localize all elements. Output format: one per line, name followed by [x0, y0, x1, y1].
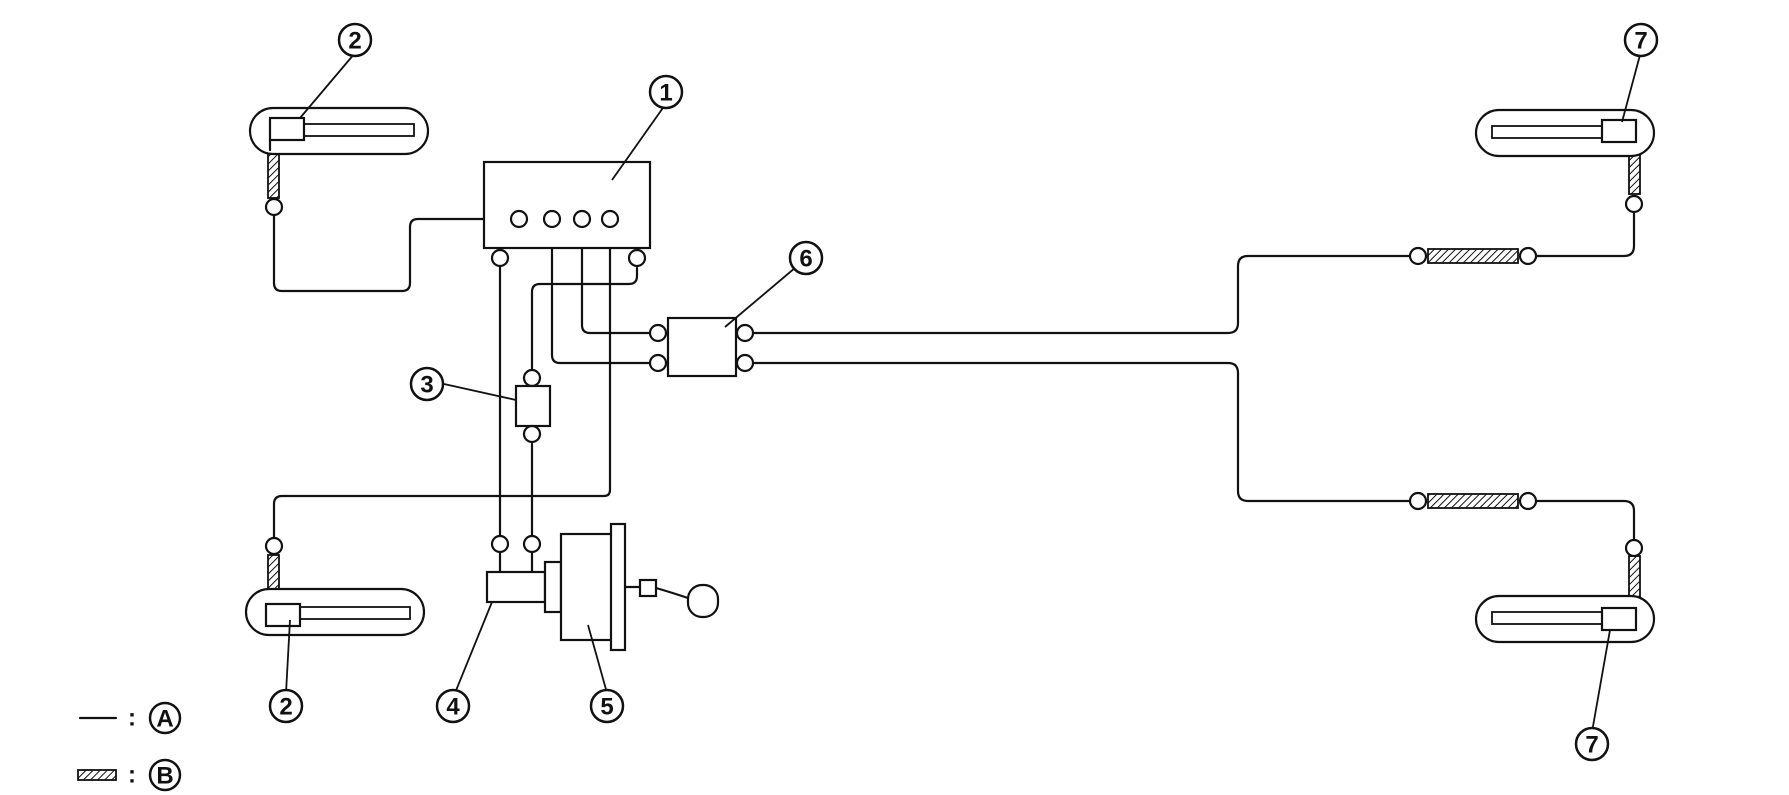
legend-b-separator: : [128, 762, 136, 789]
line-hose-top-to-wheel7-top [1534, 210, 1636, 258]
callout-6-label: 6 [799, 246, 812, 273]
wheel-brake-rear-right [1474, 594, 1656, 644]
callout-1: 1 [648, 74, 684, 110]
master-cylinder-4 [485, 534, 563, 614]
line-unit1-to-valve6-upper [580, 226, 652, 335]
flexible-hoses [267, 141, 1641, 606]
line-unit1-to-front-left [272, 213, 507, 293]
callout-7-top-label: 7 [1634, 28, 1647, 55]
callout-7-bottom-label: 7 [1585, 732, 1598, 759]
wheel-brake-front-left [248, 106, 430, 156]
wheel-brake-front-right [1474, 108, 1656, 158]
line-valve6-to-rear-bottom [751, 361, 1412, 503]
actuator-unit-1 [482, 160, 652, 268]
callout-4-label: 4 [446, 694, 460, 721]
line-fittings [264, 194, 1644, 558]
callout-2-bottom: 2 [268, 688, 304, 724]
callout-6: 6 [788, 240, 824, 276]
callout-7-top: 7 [1623, 22, 1659, 58]
callout-leaders [285, 52, 1641, 733]
callout-3: 3 [409, 366, 445, 402]
line-unit1-to-rear-left [272, 226, 612, 540]
distribution-block-6 [648, 316, 755, 378]
callout-2-bottom-label: 2 [279, 694, 292, 721]
hose-rear-mid-top [1427, 248, 1519, 264]
callout-4: 4 [435, 688, 471, 724]
callout-1-label: 1 [659, 80, 672, 107]
legend-b-label: B [156, 763, 173, 790]
line-unit1-to-valve6-lower [550, 226, 652, 365]
legend-a-label: A [156, 706, 173, 733]
legend-a-separator: : [128, 705, 136, 732]
legend-b-swatch [77, 769, 117, 781]
line-valve6-to-rear-top [751, 254, 1412, 335]
legend-a: : A [78, 701, 182, 735]
callout-5: 5 [589, 688, 625, 724]
line-unit1-to-valve3 [530, 266, 639, 372]
wheel-brake-rear-left [244, 587, 426, 637]
legend-b: : B [77, 758, 182, 792]
callout-7-bottom: 7 [1574, 726, 1610, 762]
brake-booster-5 [559, 522, 720, 652]
proportioning-valve-3 [514, 368, 552, 444]
callout-2-top-label: 2 [348, 28, 361, 55]
callout-3-label: 3 [420, 372, 433, 399]
callout-5-label: 5 [600, 694, 613, 721]
hose-rear-mid-bottom [1427, 493, 1519, 509]
line-hose-bottom-to-wheel7-bottom [1534, 499, 1636, 542]
legend: : A : B [77, 701, 182, 792]
callout-2-top: 2 [337, 22, 373, 58]
brake-lines [272, 210, 1636, 542]
